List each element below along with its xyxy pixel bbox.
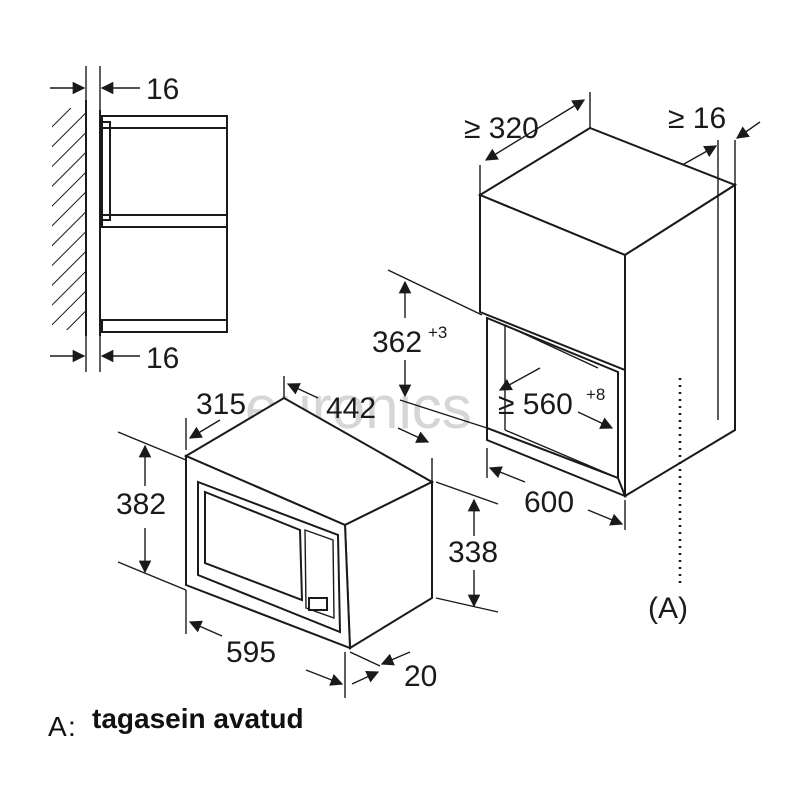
dim-arrow-442-left bbox=[286, 383, 319, 399]
cabinet-middle-shelf bbox=[101, 214, 228, 228]
dim-label-top-16: 16 bbox=[146, 73, 179, 106]
dim-arrow-595-left bbox=[188, 620, 223, 637]
cabinet-upper-front bbox=[479, 193, 626, 372]
cabinet-right-side bbox=[624, 183, 736, 498]
dim-arrow-20-a bbox=[380, 651, 411, 666]
dim-label-600: 600 bbox=[524, 486, 574, 519]
wall-hatching bbox=[52, 108, 86, 330]
microwave-control-panel bbox=[304, 529, 335, 619]
dim-arrow-16-right-a bbox=[683, 145, 718, 165]
cabinet-isometric: ≥ 320 ≥ 16 362 +3 ≥ 560 +8 600 (A) bbox=[372, 92, 761, 625]
dim-label-ge-16: ≥ 16 bbox=[668, 102, 726, 135]
dim-arrow-20-b bbox=[351, 671, 380, 685]
microwave-display bbox=[308, 597, 328, 611]
dim-arrow-560-b bbox=[577, 411, 614, 429]
legend-key: A bbox=[48, 711, 67, 742]
dim-label-362: 362 bbox=[372, 326, 422, 359]
cabinet-top-panel bbox=[101, 115, 228, 129]
dim-label-595: 595 bbox=[226, 636, 276, 669]
dim-label-ge-320: ≥ 320 bbox=[464, 112, 539, 145]
dim-label-315: 315 bbox=[196, 388, 246, 421]
microwave-door-window bbox=[204, 490, 304, 602]
dim-label-382: 382 bbox=[116, 488, 166, 521]
dim-arrow-16-right-b bbox=[735, 121, 761, 139]
dim-label-338: 338 bbox=[448, 536, 498, 569]
dim-label-bottom-16: 16 bbox=[146, 342, 179, 375]
dim-label-442: 442 bbox=[326, 392, 376, 425]
dim-arrow-560-a bbox=[498, 367, 541, 391]
cabinet-bottom-panel bbox=[101, 319, 228, 333]
microwave-isometric: 315 442 382 338 595 20 bbox=[116, 376, 499, 698]
side-view: 16 16 bbox=[50, 66, 228, 375]
dim-arrow-600-right bbox=[587, 509, 624, 526]
appliance-frame-side bbox=[101, 121, 111, 221]
legend-text: tagasein avatud bbox=[92, 703, 304, 734]
marker-label-a: (A) bbox=[648, 592, 688, 625]
dim-label-20: 20 bbox=[404, 660, 437, 693]
dim-arrow-320 bbox=[484, 99, 586, 161]
dim-arrow-600-left bbox=[488, 466, 526, 483]
dim-arrow-442-right bbox=[397, 427, 430, 443]
legend: A : tagasein avatud bbox=[48, 703, 304, 742]
dim-tolerance-560: +8 bbox=[586, 385, 605, 404]
legend-separator: : bbox=[68, 711, 76, 742]
dim-label-ge-560: ≥ 560 bbox=[498, 388, 573, 421]
dim-tolerance-362: +3 bbox=[428, 323, 447, 342]
dim-arrow-315 bbox=[188, 419, 221, 439]
dim-arrow-595-right bbox=[305, 669, 344, 686]
